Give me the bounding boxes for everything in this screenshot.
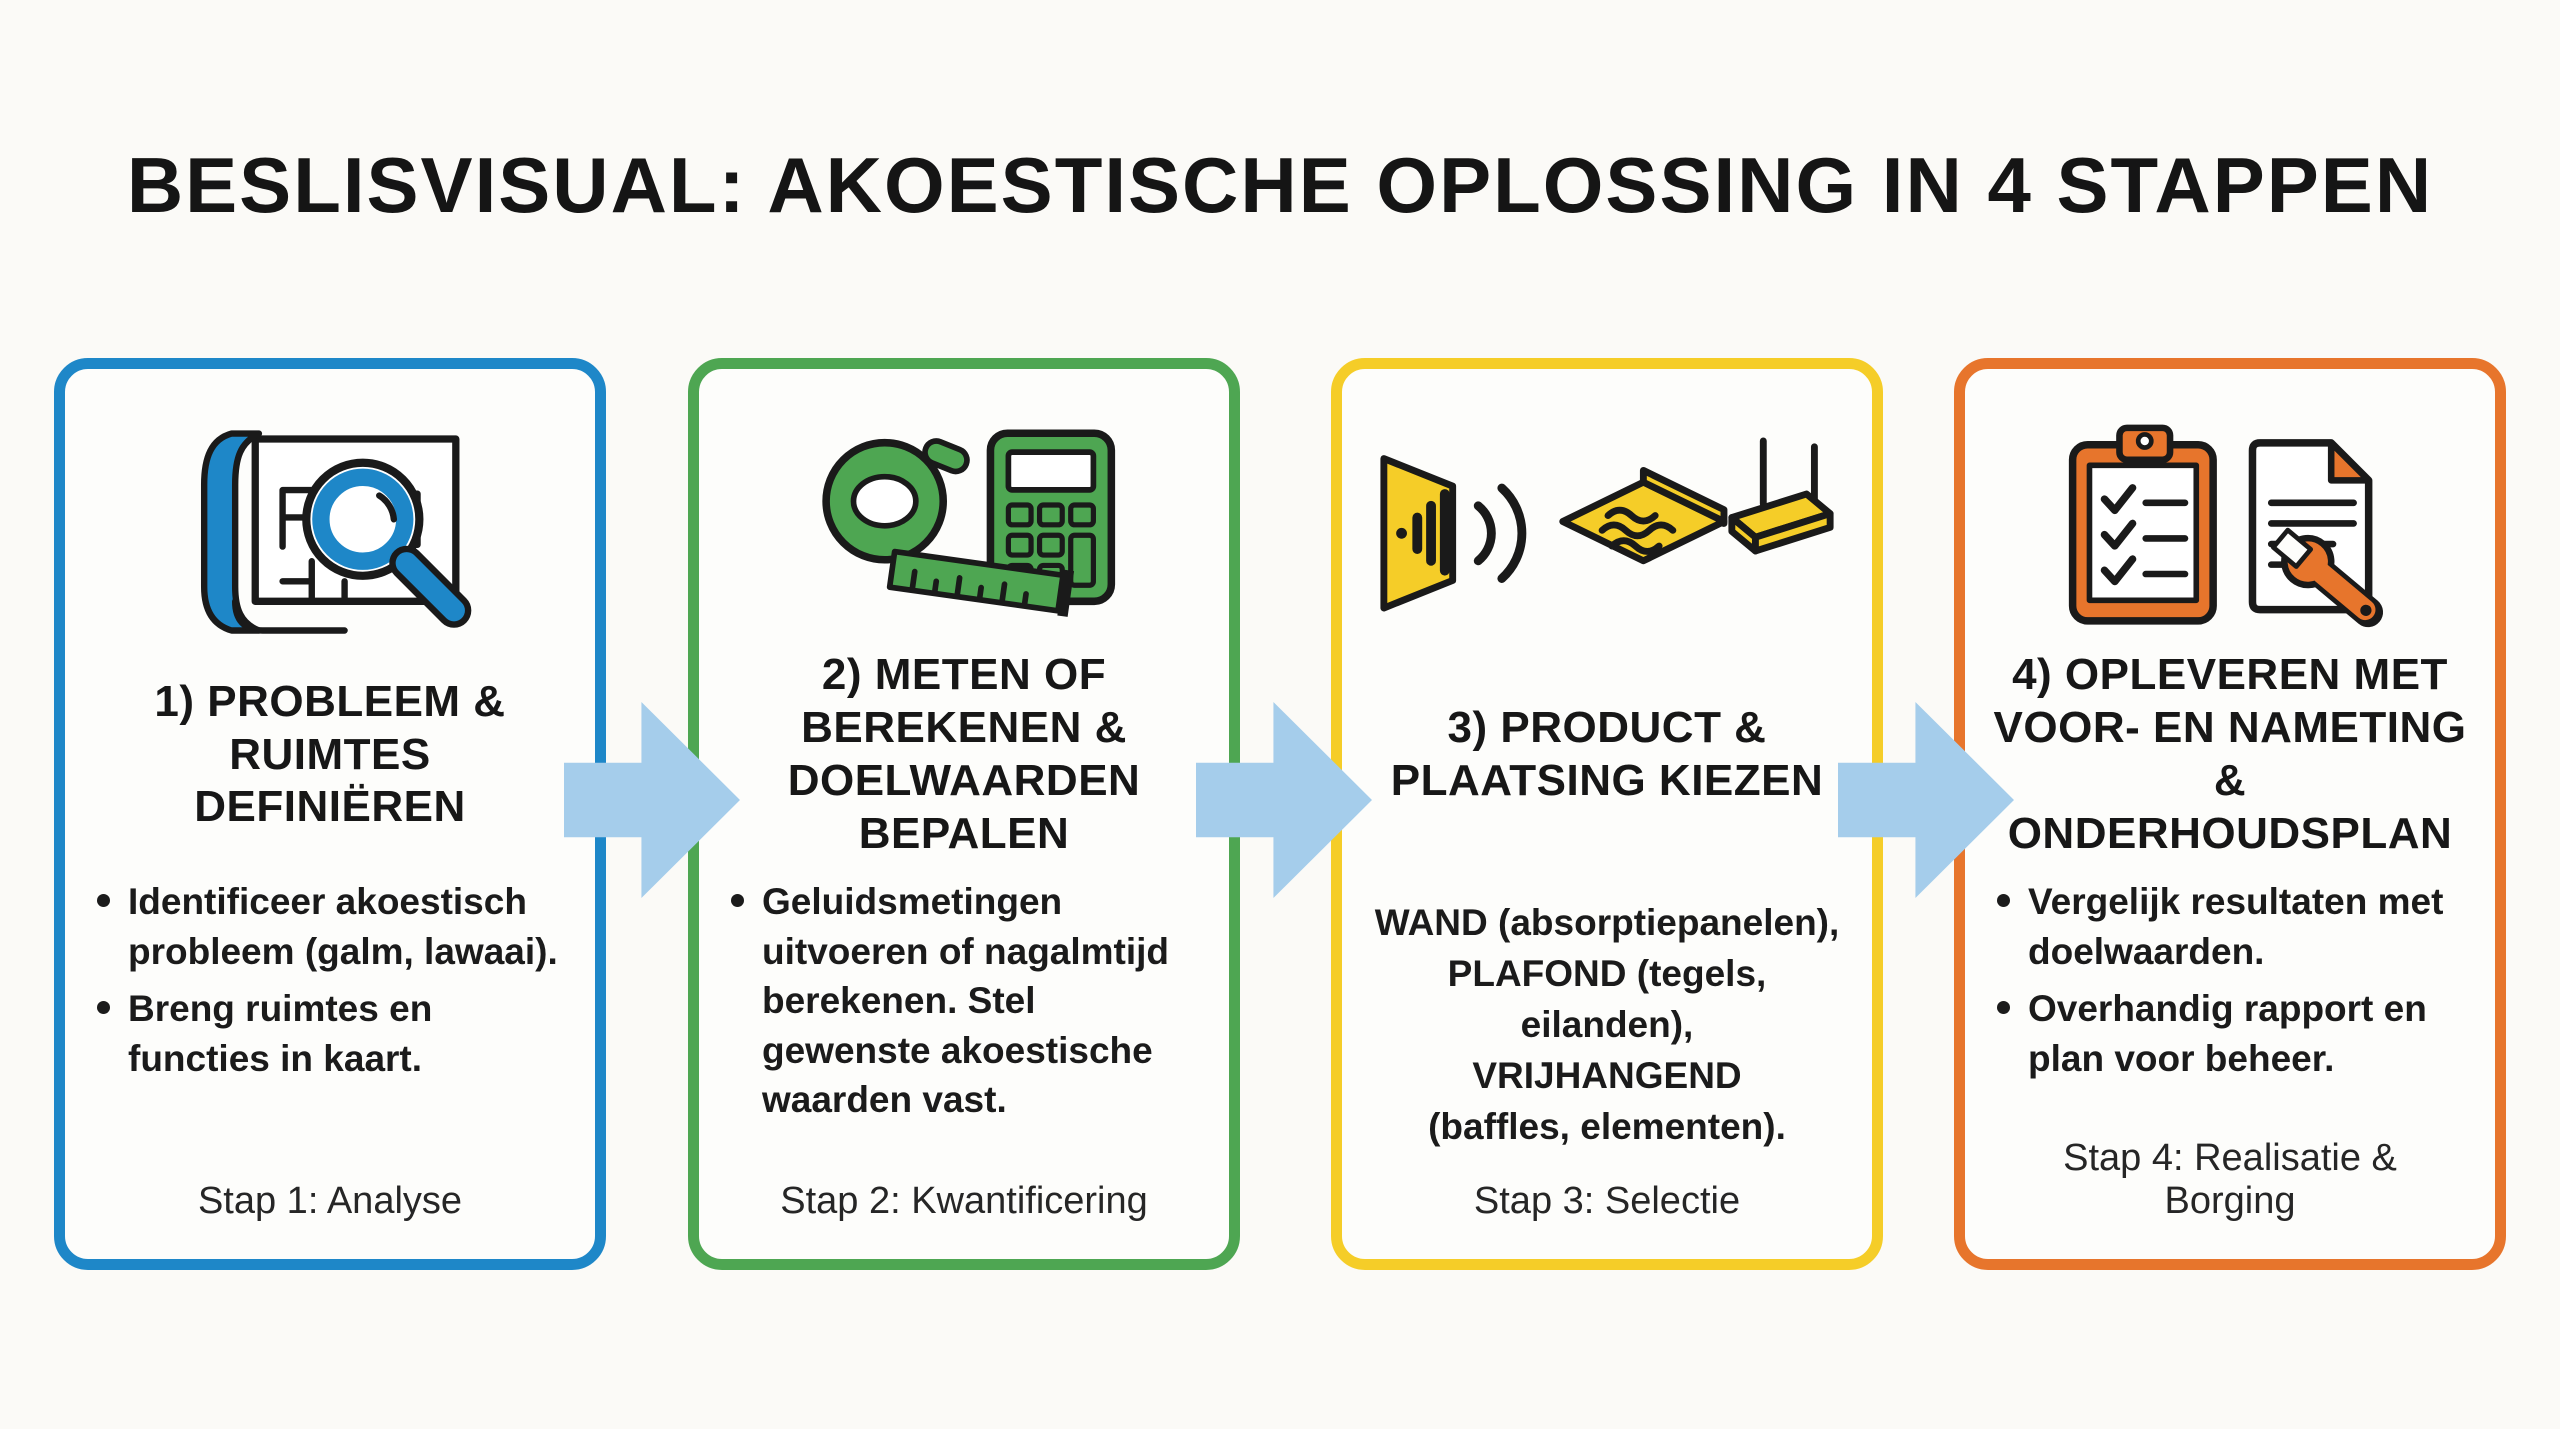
acoustic-products-icon xyxy=(1380,437,1834,612)
step-card-1: 1) PROBLEEM & RUIMTES DEFINIËREN Identif… xyxy=(54,358,606,1270)
bullet-item: Identificeer akoestisch probleem (galm, … xyxy=(97,877,567,976)
step1-title: 1) PROBLEEM & RUIMTES DEFINIËREN xyxy=(154,676,506,832)
step2-bullets: Geluidsmetingen uitvoeren of nagalmtijd … xyxy=(727,877,1201,1133)
step1-footer: Stap 1: Analyse xyxy=(197,1180,463,1222)
step-card-4: 4) OPLEVEREN MET VOOR- EN NAMETING & OND… xyxy=(1954,358,2506,1270)
bullet-item: Vergelijk resultaten met doelwaarden. xyxy=(1997,877,2467,976)
step2-title: 2) METEN OF BEREKENEN & DOELWAARDEN BEPA… xyxy=(787,650,1141,858)
step3-icon-area xyxy=(1370,397,1844,647)
step4-title: 4) OPLEVEREN MET VOOR- EN NAMETING & OND… xyxy=(1993,650,2467,858)
clipboard-report-icon xyxy=(2068,424,2384,627)
step4-footer: Stap 4: Realisatie & Borging xyxy=(2063,1137,2397,1222)
clipboard-checklist-icon xyxy=(2068,424,2217,625)
ceiling-tile-icon xyxy=(1559,466,1728,565)
step4-bullets: Vergelijk resultaten met doelwaarden. Ov… xyxy=(1993,877,2467,1091)
tape-measure-calculator-icon xyxy=(822,429,1116,617)
step3-body: WAND (absorptiepanelen), PLAFOND (tegels… xyxy=(1374,902,1840,1148)
step2-icon-area xyxy=(727,397,1201,647)
blueprint-magnifier-icon xyxy=(200,430,472,634)
suspended-baffle-icon xyxy=(1728,437,1834,555)
step3-title: 3) PRODUCT & PLAATSING KIEZEN xyxy=(1390,703,1824,805)
step-card-2: 2) METEN OF BEREKENEN & DOELWAARDEN BEPA… xyxy=(688,358,1240,1270)
step2-footer: Stap 2: Kwantificering xyxy=(780,1180,1148,1222)
bullet-item: Geluidsmetingen uitvoeren of nagalmtijd … xyxy=(731,877,1201,1125)
page-title: BESLISVISUAL: AKOESTISCHE OPLOSSING IN 4… xyxy=(126,141,2434,229)
bullet-item: Breng ruimtes en functies in kaart. xyxy=(97,984,567,1083)
step-card-3: 3) PRODUCT & PLAATSING KIEZEN WAND (abso… xyxy=(1331,358,1883,1270)
report-wrench-icon xyxy=(2248,438,2384,627)
step3-footer: Stap 3: Selectie xyxy=(1473,1180,1741,1222)
step1-bullets: Identificeer akoestisch probleem (galm, … xyxy=(93,877,567,1091)
step1-icon-area xyxy=(93,397,567,647)
step4-icon-area xyxy=(1993,397,2467,647)
bullet-item: Overhandig rapport en plan voor beheer. xyxy=(1997,984,2467,1083)
sound-waves-icon xyxy=(1473,483,1527,583)
